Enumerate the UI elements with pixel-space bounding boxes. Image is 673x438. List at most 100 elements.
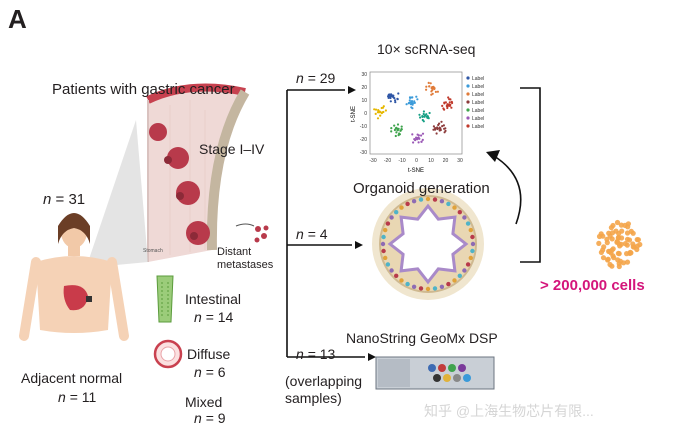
tsne-point [373,108,376,111]
adjacent-normal-count: n = 11 [58,389,96,405]
tsne-point [421,132,425,135]
distant-metastases-label: Distant metastases [217,246,273,272]
organoid-cell [465,221,471,226]
cell-dot [601,244,607,250]
tsne-point [410,106,413,109]
tsne-point [377,109,380,112]
geomx-title: NanoString GeoMx DSP [346,330,498,346]
diffuse-label: Diffuse [187,346,231,362]
n-symbol: n [58,389,66,405]
tsne-point [434,90,437,93]
n-symbol: n [194,309,202,325]
organoid-cell [385,221,391,226]
tsne-point [444,101,447,104]
tsne-legend-swatch [466,124,470,128]
mixed-label: Mixed [185,394,223,410]
tsne-point [397,127,400,130]
tsne-point [394,127,397,130]
tsne-point [381,106,385,109]
tsne-point [434,127,437,130]
cell-dot [608,225,615,231]
tsne-point [433,87,436,91]
organoid-cell [385,262,391,267]
tsne-legend-swatch [466,116,470,120]
tsne-point [410,100,413,103]
cell-dot [622,241,629,247]
cell-dot [596,233,603,240]
tsne-legend-label: Label [472,124,484,130]
branch-arrows [286,87,541,358]
organoid-cell [418,197,424,202]
intestinal-count: n = 14 [194,309,233,325]
tsne-point [441,104,444,107]
geomx-note-line1: (overlapping [285,373,363,389]
tsne-point [396,123,400,126]
cell-dot [600,255,607,261]
organoid-cell [439,199,445,204]
organoid-cell [452,278,457,283]
tsne-legend-label: Label [472,84,484,90]
tsne-ytick: 30 [361,72,367,78]
n-value: = 11 [69,389,97,405]
tsne-point [408,96,412,99]
cell-dot [604,236,610,242]
organoid-cell [425,286,431,292]
organoid-cell [470,241,476,247]
tsne-point [379,114,382,117]
cell-dot [635,237,642,243]
tsne-point [393,97,396,100]
tsne-point [421,115,424,118]
intestinal-icon [156,275,174,323]
organoid-count: n = 4 [296,226,328,242]
tsne-legend-swatch [466,108,470,112]
tsne-point [374,108,378,111]
tsne-point [400,125,403,128]
tsne-point [419,116,422,119]
tsne-legend-label: Label [472,108,484,114]
organoid-cell [452,205,457,210]
cell-dot [624,251,630,257]
n-symbol: n [296,70,304,86]
cell-dot [616,230,622,237]
zoom-projection [86,120,148,268]
tsne-point [389,96,392,100]
tsne-point [430,86,434,90]
cell-dot [624,259,631,265]
cells-count: > 200,000 cells [540,277,645,294]
n-symbol: n [296,346,304,362]
tsne-xtick: 0 [415,158,418,164]
tsne-point [397,134,400,137]
diffuse-icon [153,339,183,369]
organoid-cell [394,210,399,215]
tsne-point [420,140,423,143]
tsne-point [432,125,435,128]
tsne-point [399,129,402,132]
organoid-illustration [372,188,484,300]
metastases-dots [235,223,269,243]
organoid-cell [465,262,471,267]
tsne-point [416,98,419,101]
organoid-cell [389,268,394,273]
organoid-cell [457,273,462,278]
tsne-point [425,85,428,88]
title: Patients with gastric cancer [52,81,235,98]
tsne-point [410,96,413,99]
tsne-legend-swatch [466,76,470,80]
tsne-point [415,136,418,139]
organoid-cell [446,201,451,207]
cell-cluster-illustration [596,219,643,270]
tsne-point [446,104,450,107]
tsne-ylabel: t-SNE [351,106,357,122]
organoid-cell [381,248,386,254]
cell-dot [637,241,643,248]
distant-line1: Distant [217,246,252,258]
tsne-point [437,123,440,127]
tsne-point [422,112,425,116]
n-value: = 31 [55,191,86,208]
tsne-xtick: -10 [398,158,405,164]
distant-line2: metastases [217,259,274,271]
tsne-point [384,109,387,112]
tsne-point [427,81,430,84]
tsne-point [449,98,452,101]
tsne-point [405,103,408,106]
